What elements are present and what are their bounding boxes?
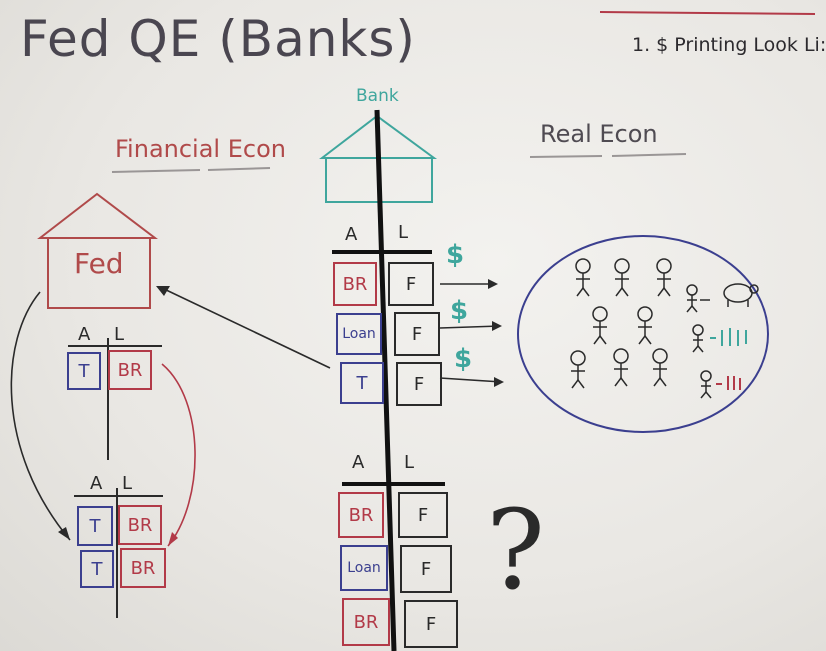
cash-symbol-1: $ [446,240,465,270]
fed-bottom-asset-t-1: T [77,506,113,546]
bank-bottom-asset-br-1: BR [338,492,384,538]
question-mark: ? [486,486,545,614]
fed-house [47,237,151,309]
bank-bottom-assets-header: A [352,452,365,473]
fed-bottom-asset-t-2: T [80,550,114,588]
fed-bottom-assets-header: A [90,473,103,494]
fed-bottom-liability-br-1: BR [118,505,162,545]
arrowhead-to-fed [156,286,170,296]
arrow-fed-to-bottom [10,291,71,541]
page-title: Fed QE (Banks) [20,10,416,68]
bank-top-asset-loan: Loan [336,313,382,355]
bank-bottom-liabilities-header: L [404,452,415,473]
financial-econ-label: Financial Econ [115,135,286,163]
crops-icon [710,328,747,346]
cash-symbol-2: $ [450,296,469,326]
fed-roof [37,192,158,239]
bank-top-assets-header: A [345,224,358,245]
top-underline [599,11,816,15]
fed-top-assets-header: A [78,324,91,345]
bank-top-liability-f-2: F [394,312,440,356]
bank-top-asset-t: T [340,362,384,404]
arrowhead-br-bottom [168,532,178,546]
bank-bottom-liability-f-3: F [404,600,458,648]
bank-bottom-liability-f-1: F [398,492,448,538]
real-underline [529,155,603,158]
goods-icon [716,376,741,390]
bank-bottom-liability-f-2: F [400,545,452,593]
bank-bottom-asset-loan: Loan [340,545,388,591]
econ-underline-left [207,167,271,171]
arrowheads-real [488,279,504,387]
fed-bottom-liability-br-2: BR [120,548,166,588]
fed-bottom-liabilities-header: L [122,473,133,494]
livestock-icon [700,283,759,307]
fed-top-liabilities-header: L [114,324,125,345]
arrowhead-fed-bottom [58,527,70,540]
cash-symbol-3: $ [454,344,473,374]
bank-top-asset-br: BR [333,262,377,306]
bank-bottom-asset-br-2: BR [342,598,390,646]
econ-underline-right [611,153,687,157]
financial-underline [111,169,201,173]
bank-top-liability-f-3: F [396,362,442,406]
real-econ-label: Real Econ [540,120,658,148]
bank-label: Bank [356,86,399,106]
bank-top-liability-f-1: F [388,262,434,306]
arrow-br-to-bottom [161,363,196,547]
real-economy-circle [517,235,769,433]
people-group [570,258,712,399]
bank-top-liabilities-header: L [398,222,409,243]
bank-spine [374,109,397,651]
arrows-to-real-econ [439,283,503,383]
fed-label: Fed [74,247,124,280]
note-text: 1. $ Printing Look Li: [632,34,826,56]
fed-top-liability-br: BR [108,350,152,390]
arrow-bank-to-fed [161,287,331,369]
fed-top-asset-t: T [67,352,101,390]
